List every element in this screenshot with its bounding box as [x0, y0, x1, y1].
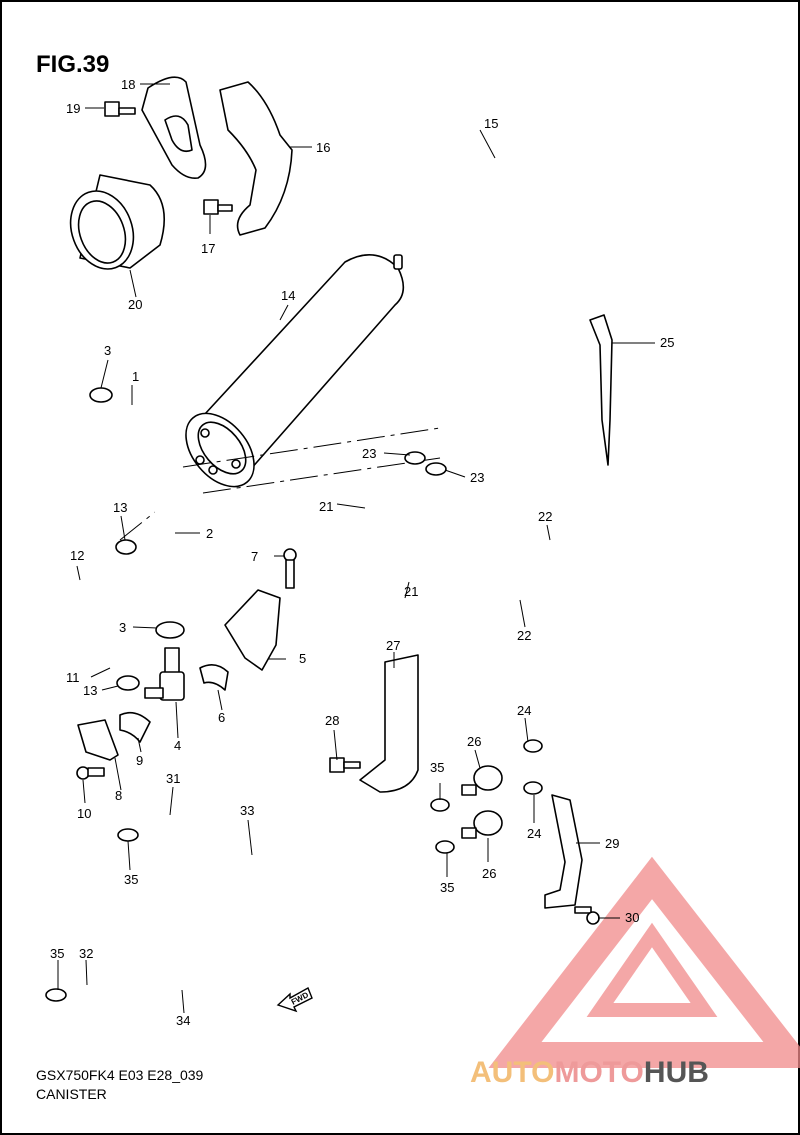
- clamp-35: [45, 798, 455, 1002]
- canister-body: [185, 254, 405, 488]
- part-number: 33: [240, 803, 254, 818]
- clamp-13: [115, 539, 140, 691]
- bolt-28: [329, 757, 361, 773]
- part-number: 21: [319, 499, 333, 514]
- hose-15: [403, 70, 577, 254]
- section-name: CANISTER: [36, 1086, 107, 1102]
- part-number: 18: [121, 77, 135, 92]
- bolt-17: [203, 199, 233, 215]
- leader-lines: [57, 83, 655, 1014]
- rubber-sleeve-20: [69, 174, 166, 270]
- part-number: 30: [625, 910, 639, 925]
- part-number: 35: [440, 880, 454, 895]
- clip-6: [199, 664, 229, 691]
- forward-arrow-icon: FWD: [276, 987, 313, 1013]
- part-number: 35: [430, 760, 444, 775]
- part-number: 3: [104, 343, 111, 358]
- part-number: 13: [113, 500, 127, 515]
- part-number: 32: [79, 946, 93, 961]
- part-number: 27: [386, 638, 400, 653]
- part-number: 20: [128, 297, 142, 312]
- part-number: 17: [201, 241, 215, 256]
- part-number: 10: [77, 806, 91, 821]
- part-number: 3: [119, 620, 126, 635]
- part-number: 23: [362, 446, 376, 461]
- part-number: 21: [404, 584, 418, 599]
- part-number: 26: [467, 734, 481, 749]
- part-number: 26: [482, 866, 496, 881]
- watermark-part2: MOTO: [554, 1056, 643, 1089]
- hose-32-34: [74, 859, 421, 1004]
- watermark-part1: AUTO: [470, 1056, 554, 1089]
- part-number: 13: [83, 683, 97, 698]
- part-number: 7: [251, 549, 258, 564]
- part-number: 1: [132, 369, 139, 384]
- clamp-24: [523, 739, 543, 795]
- hose-12: [57, 558, 113, 673]
- part-number: 15: [484, 116, 498, 131]
- hose-22: [468, 513, 700, 790]
- part-number-labels: 1 2 3 3 4 5 6 7 8 9 10 11 12 13 13 14 15…: [50, 77, 674, 1028]
- part-number: 24: [527, 826, 541, 841]
- part-number: 29: [605, 836, 619, 851]
- part-number: 9: [136, 753, 143, 768]
- bracket-27: [359, 654, 419, 793]
- screw-7: [283, 548, 297, 589]
- screw-10: [76, 766, 105, 780]
- part-number: 6: [218, 710, 225, 725]
- part-number: 31: [166, 771, 180, 786]
- watermark-logo: [488, 856, 800, 1068]
- valve-26: [461, 765, 503, 839]
- part-number: 23: [470, 470, 484, 485]
- part-number: 35: [50, 946, 64, 961]
- model-code: GSX750FK4 E03 E28_039: [36, 1067, 204, 1083]
- part-number: 19: [66, 101, 80, 116]
- part-number: 35: [124, 872, 138, 887]
- clamp-23: [404, 451, 447, 476]
- figure-title: FIG.39: [36, 51, 109, 78]
- part-number: 25: [660, 335, 674, 350]
- joint-4: [144, 647, 185, 701]
- part-number: 8: [115, 788, 122, 803]
- part-number: 4: [174, 738, 181, 753]
- part-number: 22: [538, 509, 552, 524]
- part-number: 14: [281, 288, 295, 303]
- part-number: 34: [176, 1013, 190, 1028]
- hose-1-2: [112, 398, 180, 610]
- clamp-3: [89, 387, 185, 639]
- hose-31-33: [139, 809, 426, 901]
- part-number: 5: [299, 651, 306, 666]
- hose-21: [348, 469, 486, 609]
- bolt-19: [104, 101, 136, 117]
- bracket-29: [544, 794, 583, 909]
- screw-30: [574, 906, 600, 925]
- part-number: 28: [325, 713, 339, 728]
- watermark-triangle-icon: [488, 856, 800, 1068]
- band-25: [589, 314, 613, 466]
- part-number: 22: [517, 628, 531, 643]
- part-number: 16: [316, 140, 330, 155]
- watermark-part3: HUB: [644, 1056, 709, 1089]
- part-number: 12: [70, 548, 84, 563]
- bracket-5: [224, 589, 281, 671]
- bracket-8: [77, 719, 119, 761]
- part-number: 2: [206, 526, 213, 541]
- clip-9: [119, 711, 151, 743]
- bracket-16: [219, 81, 293, 236]
- part-number: 24: [517, 703, 531, 718]
- part-number: 11: [66, 670, 80, 685]
- watermark-text: AUTOMOTOHUB: [470, 1056, 709, 1089]
